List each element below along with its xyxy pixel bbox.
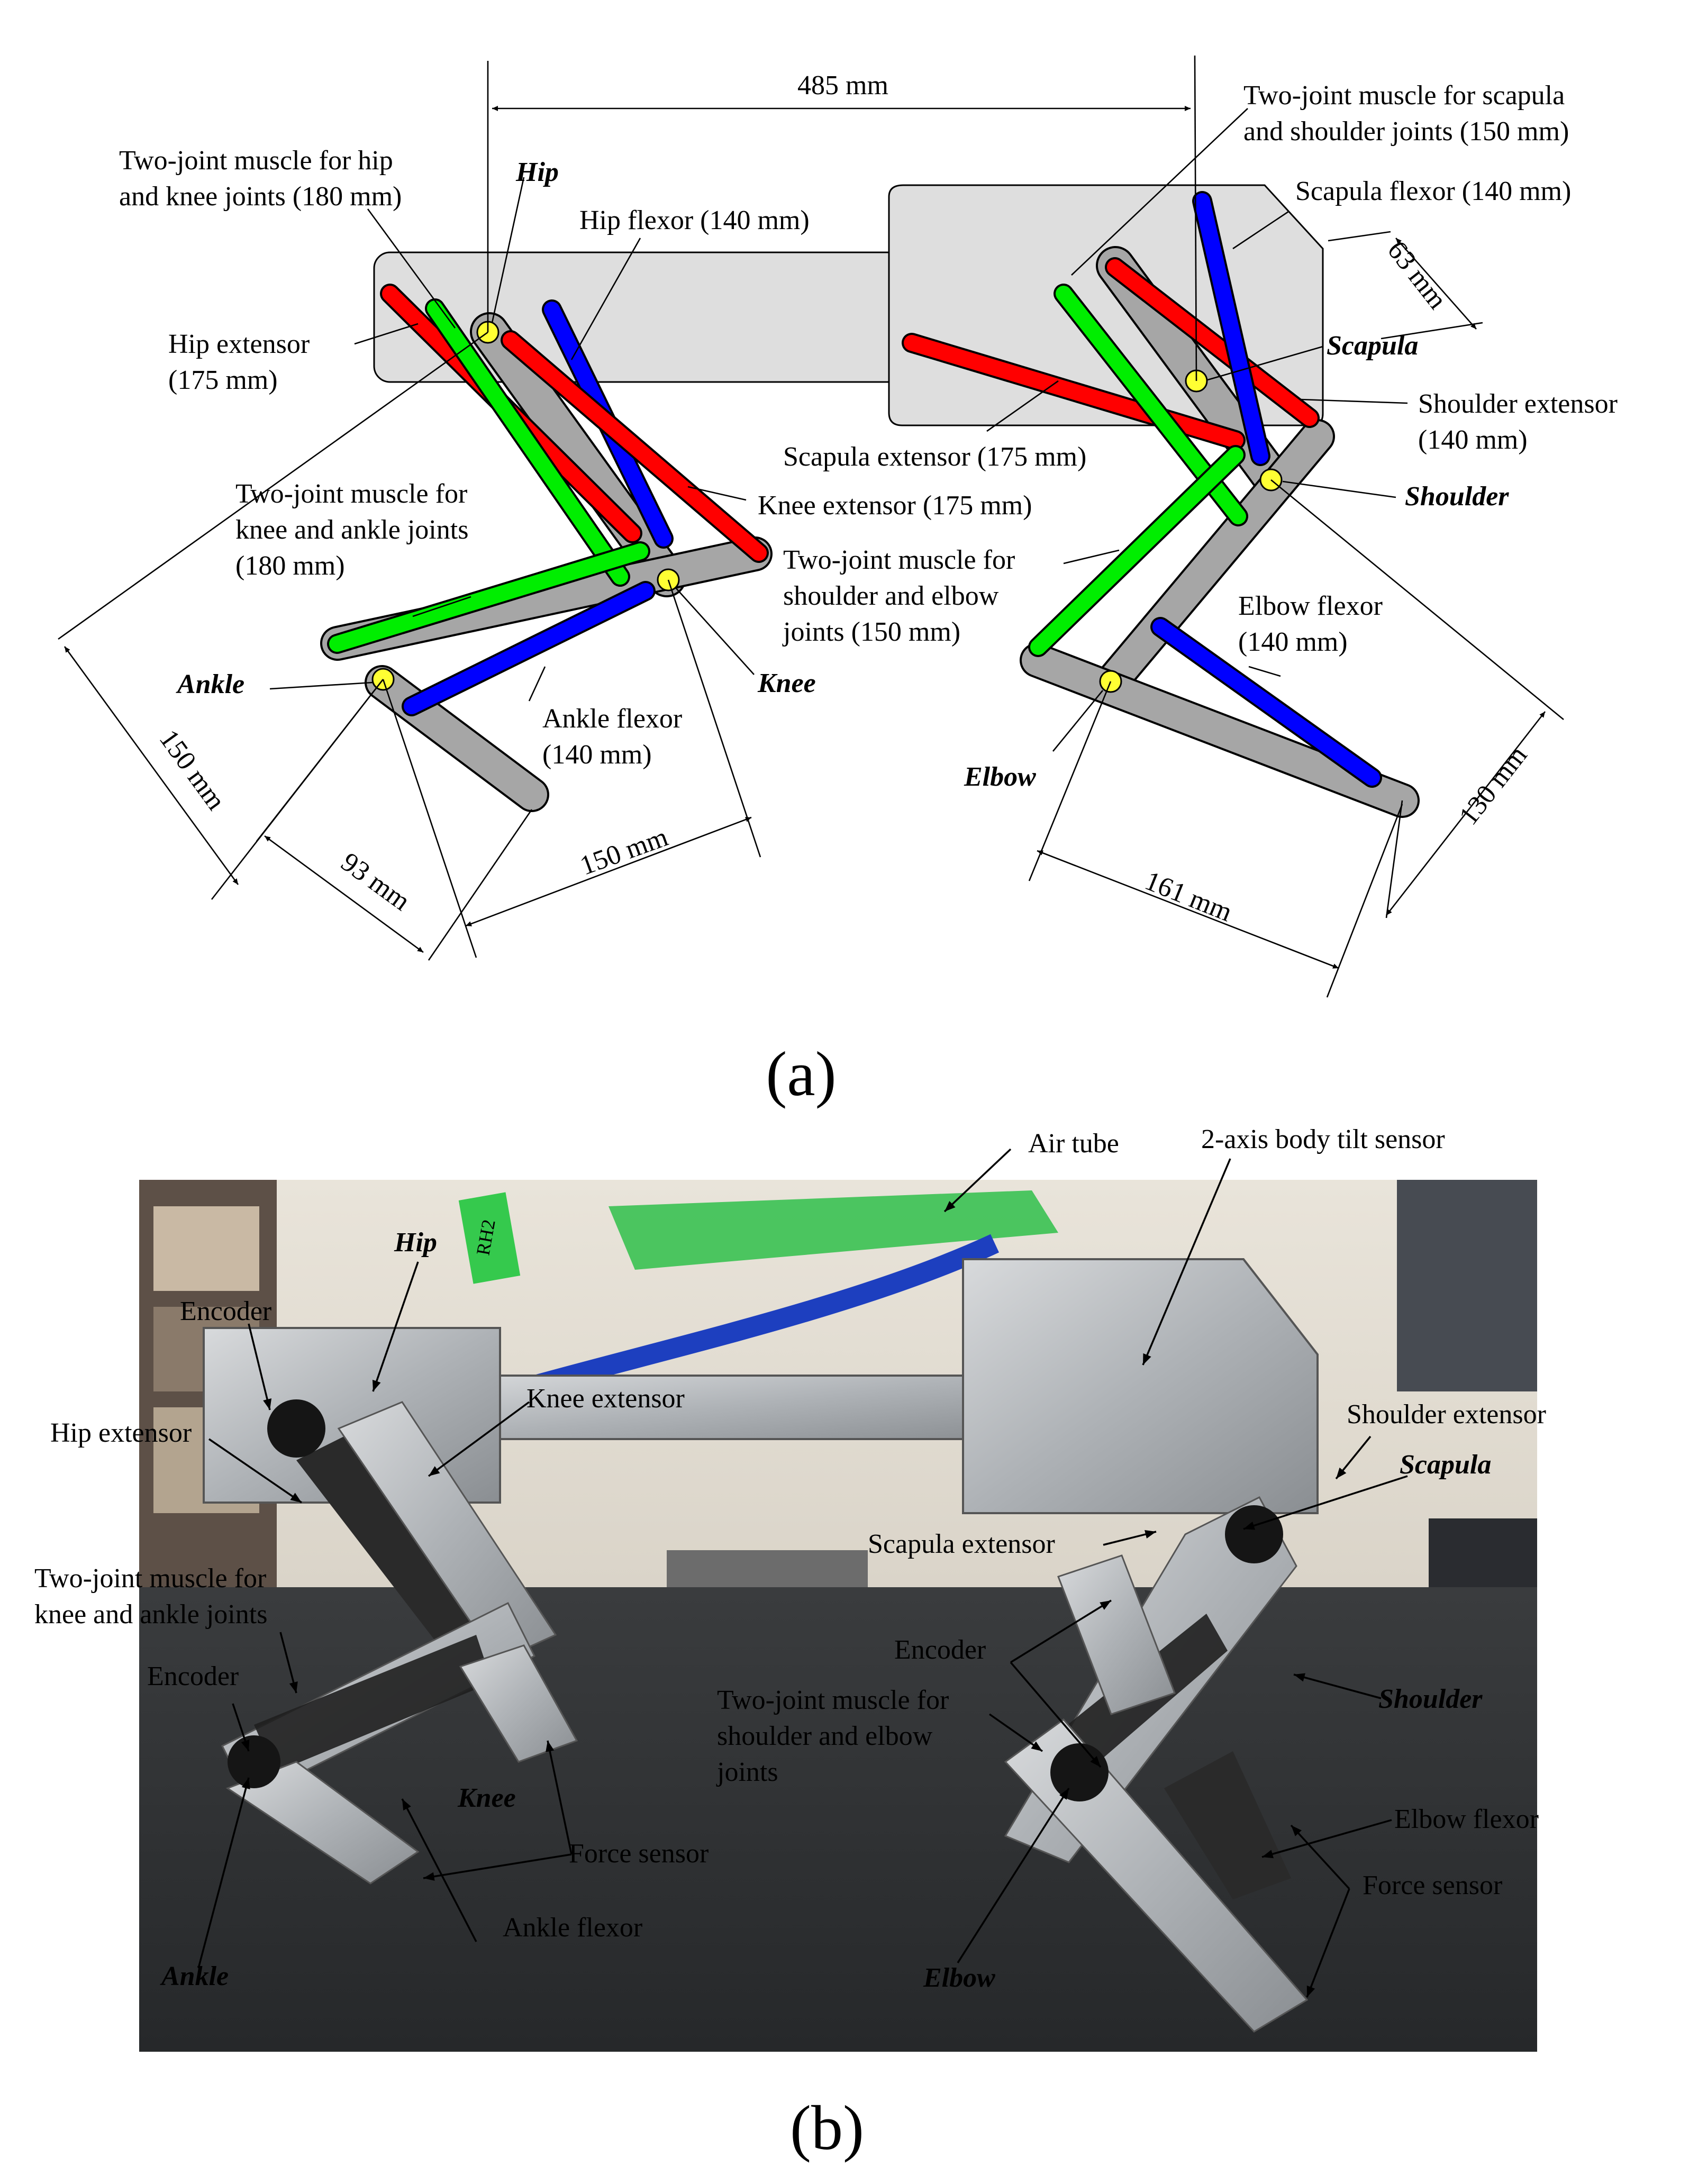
panel-a-schematic: 485 mm 63 mm 150 mm 93 mm 150 mm 161 mm … [58,55,1618,1109]
label-photo-hip: Hip [394,1227,437,1258]
photo-labels: Air tube 2-axis body tilt sensor Hip Enc… [34,1124,1546,1993]
label-hip: Hip [515,157,559,187]
label-two-joint-knee-ankle-2: knee and ankle joints [235,515,468,545]
label-photo-two-joint-shoulder-elbow: Two-joint muscle for [717,1685,949,1715]
panel-b-photo: RH2 [34,1124,1546,2163]
label-scapula-extensor: Scapula extensor (175 mm) [783,442,1086,472]
hind-muscles [327,284,769,716]
label-photo-elbow-flexor: Elbow flexor [1394,1804,1539,1834]
dim-161: 161 mm [1141,866,1237,927]
label-hip-extensor-2: (175 mm) [168,365,278,395]
label-photo-scapula-extensor: Scapula extensor [868,1529,1055,1559]
dim-485: 485 mm [797,70,888,101]
label-two-joint-shoulder-elbow: Two-joint muscle for [783,545,1015,575]
label-scapula: Scapula [1327,331,1418,361]
label-shoulder-extensor: Shoulder extensor [1418,389,1618,419]
photo-arrows [197,1148,1408,1998]
label-scapula-flexor: Scapula flexor (140 mm) [1295,176,1571,206]
label-shoulder-extensor-2: (140 mm) [1418,425,1528,455]
label-two-joint-scapula-shoulder-2: and shoulder joints (150 mm) [1243,116,1569,147]
label-photo-shoulder: Shoulder [1378,1684,1483,1714]
dim-130: 130 mm [1454,741,1533,831]
label-ankle-flexor: Ankle flexor [542,704,682,734]
dim-63: 63 mm [1382,235,1453,315]
label-two-joint-knee-ankle: Two-joint muscle for [235,479,467,509]
label-photo-two-joint-shoulder-elbow-2: shoulder and elbow [717,1721,933,1751]
label-photo-shoulder-extensor: Shoulder extensor [1347,1399,1546,1430]
label-photo-ankle: Ankle [160,1961,229,1991]
label-encoder-top: Encoder [180,1296,271,1326]
label-photo-two-joint-shoulder-elbow-3: joints [716,1757,778,1787]
label-elbow-flexor-2: (140 mm) [1238,627,1348,657]
label-two-joint-hip-knee: Two-joint muscle for hip [119,145,393,176]
label-photo-two-joint-knee-ankle: Two-joint muscle for [34,1563,266,1594]
label-photo-hip-extensor: Hip extensor [50,1418,192,1448]
muscle-labels: Two-joint muscle for hip and knee joints… [119,80,1618,770]
label-air-tube: Air tube [1028,1129,1119,1159]
joint-labels: Hip Knee Ankle Scapula Shoulder Elbow [176,157,1509,792]
label-hip-flexor: Hip flexor (140 mm) [579,205,810,235]
dimension-lines [58,55,1564,998]
dim-93: 93 mm [335,847,416,917]
dim-150-bottom: 150 mm [576,822,672,881]
robot-photo: RH2 [139,1180,1537,2052]
label-two-joint-shoulder-elbow-2: shoulder and elbow [783,581,999,611]
caption-a: (a) [766,1039,836,1109]
label-two-joint-knee-ankle-3: (180 mm) [235,551,345,581]
dim-150-left: 150 mm [153,724,231,816]
label-photo-two-joint-knee-ankle-2: knee and ankle joints [34,1599,267,1630]
label-force-sensor-fore: Force sensor [1363,1870,1502,1900]
label-tilt-sensor: 2-axis body tilt sensor [1201,1124,1445,1154]
caption-b: (b) [790,2092,864,2163]
label-ankle-flexor-2: (140 mm) [542,740,652,770]
label-ankle: Ankle [176,669,244,699]
label-elbow: Elbow [964,762,1036,792]
label-knee: Knee [757,668,816,698]
label-shoulder: Shoulder [1405,481,1509,512]
label-knee-extensor: Knee extensor (175 mm) [758,490,1032,521]
label-photo-ankle-flexor: Ankle flexor [503,1913,642,1943]
label-encoder-elbow: Encoder [894,1635,986,1665]
label-elbow-flexor: Elbow flexor [1238,591,1383,621]
label-photo-scapula: Scapula [1400,1450,1491,1480]
label-photo-knee: Knee [457,1783,516,1813]
label-photo-knee-extensor: Knee extensor [526,1384,685,1414]
label-force-sensor-hind: Force sensor [569,1839,709,1869]
label-two-joint-shoulder-elbow-3: joints (150 mm) [782,617,960,647]
label-hip-extensor: Hip extensor [168,329,310,359]
label-two-joint-hip-knee-2: and knee joints (180 mm) [119,181,402,212]
fore-muscles [902,191,1382,788]
label-two-joint-scapula-shoulder: Two-joint muscle for scapula [1243,80,1565,111]
label-encoder-ankle: Encoder [147,1661,239,1691]
label-photo-elbow: Elbow [923,1963,995,1993]
